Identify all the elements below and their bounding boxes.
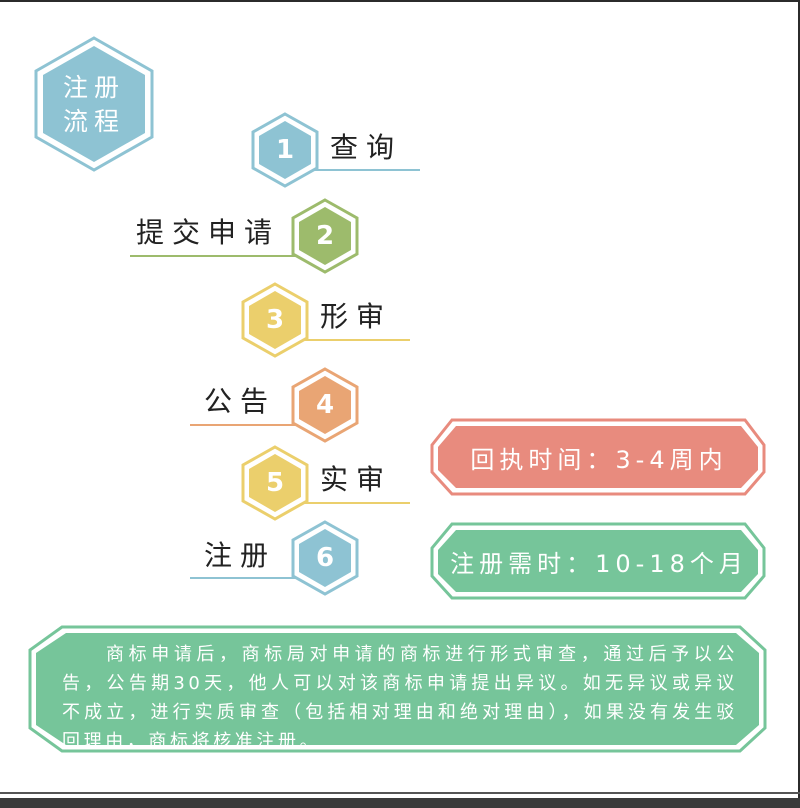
step-4-hexagon	[291, 367, 359, 443]
title-hexagon	[43, 46, 145, 162]
step-1-label: 查询	[330, 131, 403, 164]
step-4-label: 公告	[204, 385, 277, 418]
duration-text: 注册需时：10-18个月	[450, 549, 748, 578]
bottom-border	[0, 798, 800, 808]
top-border	[0, 0, 800, 2]
step-6-hexagon	[291, 520, 359, 596]
step-2-hexagon	[291, 198, 359, 274]
description-text: 商标申请后，商标局对申请的商标进行形式审查，通过后予以公告，公告期30天，他人可…	[62, 644, 738, 752]
receipt-time-pill	[430, 418, 766, 496]
duration-pill	[430, 522, 766, 600]
bottom-border-thin	[0, 792, 800, 794]
step-5-label: 实审	[320, 463, 393, 496]
step-6-label: 注册	[204, 539, 277, 572]
step-1-hexagon	[251, 112, 319, 188]
step-5-hexagon	[241, 445, 309, 521]
step-2-label: 提交申请	[136, 216, 281, 249]
step-3-label: 形审	[320, 300, 393, 333]
right-border	[798, 0, 800, 808]
step-3-hexagon	[241, 282, 309, 358]
description-panel	[28, 625, 767, 753]
receipt-time-text: 回执时间：3-4周内	[470, 445, 728, 474]
